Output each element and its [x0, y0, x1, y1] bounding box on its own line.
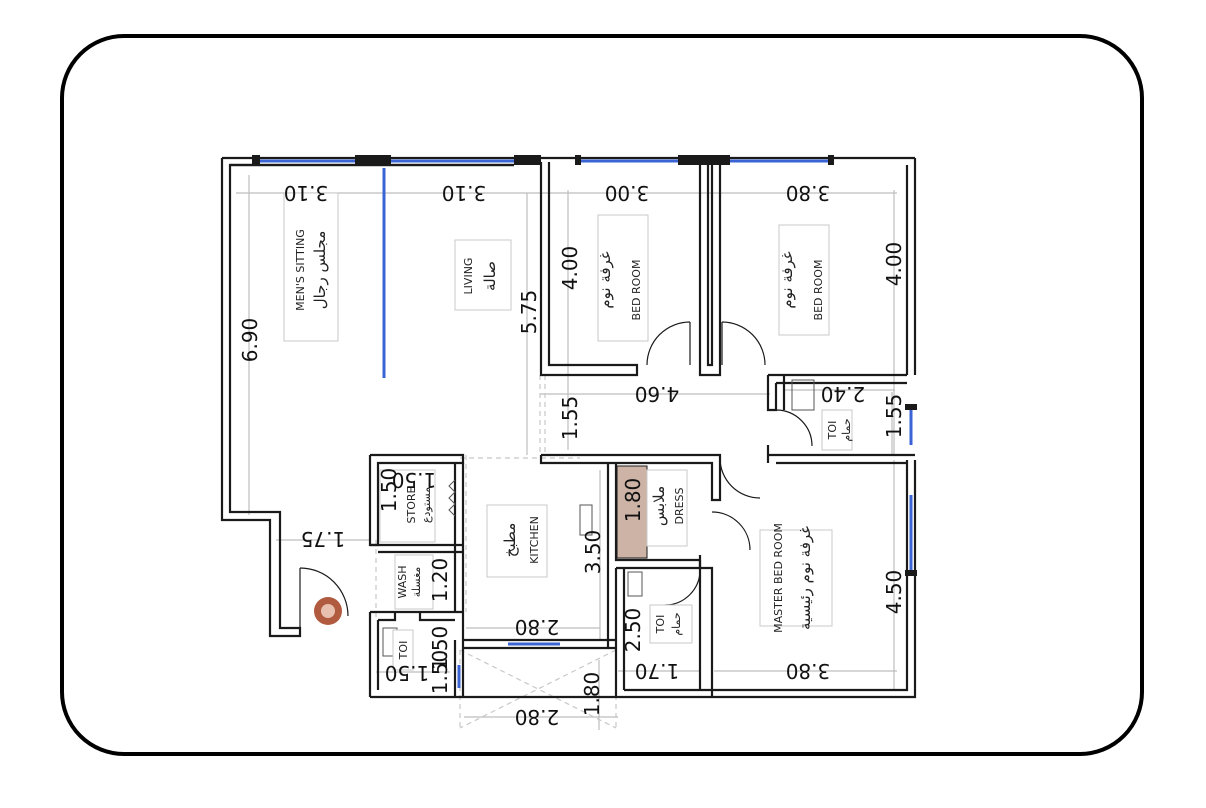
dim-corridor-h: 1.55	[558, 396, 582, 441]
dim-porch-w: 2.80	[515, 705, 560, 729]
toilet-right-en: TOI	[826, 421, 839, 441]
column-marker-inner	[321, 604, 335, 618]
windows	[258, 159, 913, 688]
dim-living-h: 5.75	[517, 290, 541, 335]
dim-dress-h: 1.80	[621, 478, 645, 523]
dim-master-w: 3.80	[786, 659, 831, 683]
bed2-ar: غرفة نوم	[778, 251, 796, 308]
dim-top-c: 3.00	[605, 181, 650, 205]
bed1-en: BED ROOM	[630, 260, 643, 321]
dim-store-w: 1.50	[392, 468, 437, 492]
toilet-mid-en: TOI	[654, 615, 667, 635]
dim-small-toi-w2: 1.50	[428, 650, 452, 695]
master-en: MASTER BED ROOM	[772, 523, 785, 633]
dress-en: DRESS	[673, 487, 686, 524]
kitchen-ar: مطبخ	[501, 523, 519, 558]
store-en: STORE	[405, 486, 418, 523]
living-ar: صالة	[481, 261, 499, 291]
master-ar: غرفة نوم رئيسية	[796, 526, 814, 630]
mens-sitting-en: MEN'S SITTING	[294, 229, 307, 311]
dim-left-h: 6.90	[238, 318, 262, 363]
dim-toi2-w: 1.70	[635, 659, 680, 683]
dim-top-b: 3.10	[442, 181, 487, 205]
dim-kitchen-h: 3.50	[581, 530, 605, 575]
dim-toi-w: 2.40	[821, 382, 866, 406]
dim-bed2-h: 4.00	[882, 242, 906, 287]
dim-master-h: 4.50	[882, 570, 906, 615]
bed2-en: BED ROOM	[812, 260, 825, 321]
dim-toi-h: 1.55	[882, 394, 906, 439]
toilet-mid-ar: حمام	[670, 612, 683, 635]
drawing-frame	[60, 34, 1144, 756]
dim-small-toi-h: 1.50	[428, 626, 452, 671]
dim-toi2-h: 2.50	[621, 608, 645, 653]
store-ar: مستودع	[420, 487, 433, 523]
dim-entry-w: 1.75	[301, 527, 346, 551]
dim-top-d: 3.80	[786, 181, 831, 205]
wash-ar: مغسلة	[410, 567, 423, 598]
dim-kitchen-w: 2.80	[515, 615, 560, 639]
mens-sitting-ar: مجلس رجال	[311, 231, 329, 310]
dashed-lines	[375, 375, 617, 730]
label-boxes	[283, 192, 853, 671]
dim-bed1-h: 4.00	[558, 246, 582, 291]
dress-ar: ملابس	[650, 486, 668, 526]
toilet-small-en: TOI	[397, 641, 410, 661]
window-jambs	[252, 155, 917, 576]
living-en: LIVING	[462, 258, 475, 295]
dim-corridor-w: 4.60	[635, 382, 680, 406]
dim-wash-h: 1.20	[428, 558, 452, 603]
dim-porch-h: 1.80	[580, 672, 604, 717]
toilet-right-ar: حمام	[840, 418, 853, 441]
dim-store-h: 1.50	[377, 468, 401, 513]
bed1-ar: غرفة نوم	[596, 251, 614, 308]
wash-en: WASH	[396, 565, 409, 598]
dim-small-toi-w: 1.50	[385, 661, 430, 685]
doors	[299, 321, 813, 628]
fixtures	[382, 379, 815, 657]
guide-lines	[236, 175, 897, 730]
walls	[220, 156, 917, 699]
kitchen-en: KITCHEN	[528, 516, 541, 564]
dim-top-a: 3.10	[284, 181, 329, 205]
